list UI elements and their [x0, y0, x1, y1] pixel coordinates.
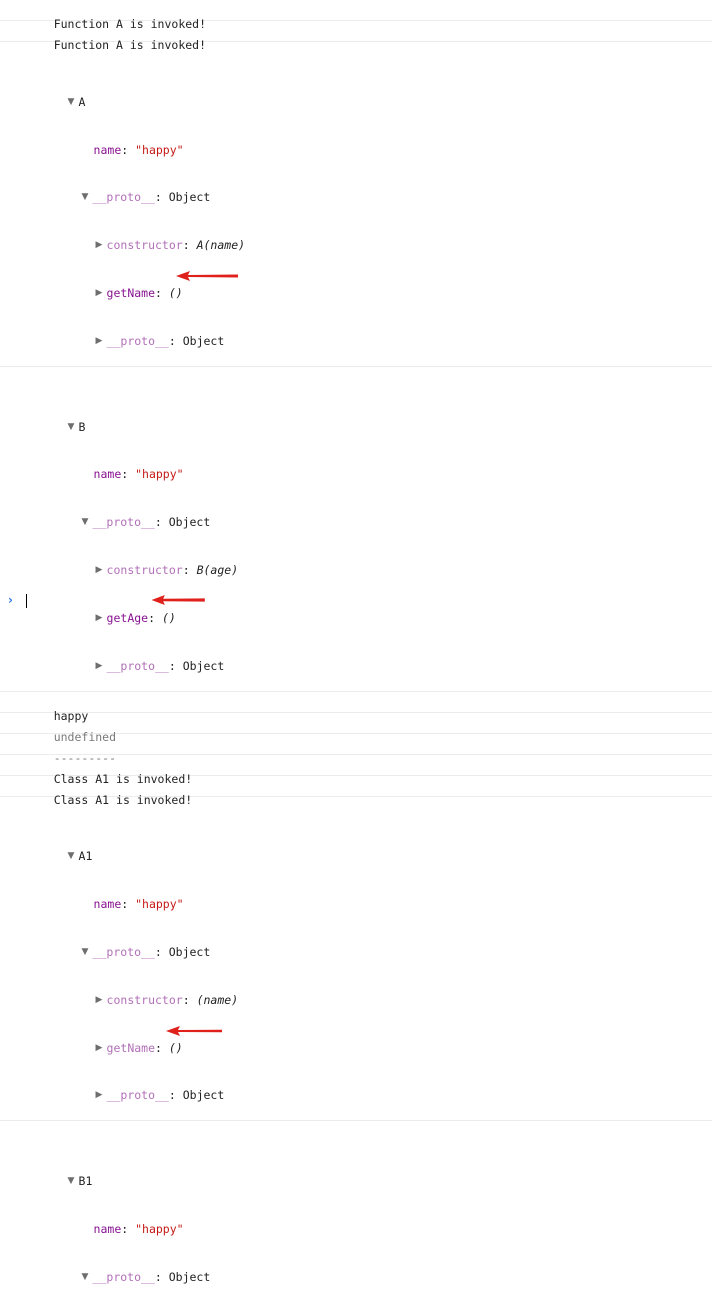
object-label: A [78, 94, 86, 109]
property-inner-proto[interactable]: ▶__proto__: Object [26, 1070, 712, 1102]
expand-triangle-icon[interactable]: ▼ [67, 851, 75, 862]
console-log-message: undefined [0, 713, 712, 744]
expand-triangle-icon[interactable]: ▼ [81, 192, 89, 203]
object-label: B [78, 419, 86, 434]
expand-triangle-icon[interactable]: ▼ [81, 1271, 89, 1282]
console-input-row[interactable]: › [0, 591, 712, 611]
collapse-triangle-icon[interactable]: ▶ [95, 1042, 103, 1053]
collapse-triangle-icon[interactable]: ▶ [95, 564, 103, 575]
property-method[interactable]: ▶getName: () [26, 267, 712, 300]
console-object-A: ▼A name: "happy" ▼__proto__: Object ▶con… [0, 42, 712, 367]
property-proto[interactable]: ▼__proto__: Object [26, 172, 712, 204]
object-header[interactable]: ▼B1 [26, 1155, 712, 1188]
property-proto[interactable]: ▼__proto__: Object [26, 496, 712, 529]
collapse-triangle-icon[interactable]: ▶ [95, 240, 103, 251]
collapse-triangle-icon[interactable]: ▶ [95, 1090, 103, 1101]
object-label: B1 [78, 1174, 93, 1189]
property-constructor[interactable]: ▶constructor: B(age) [26, 544, 712, 577]
expand-triangle-icon[interactable]: ▼ [67, 96, 75, 107]
collapse-triangle-icon[interactable]: ▶ [95, 287, 103, 298]
object-header[interactable]: ▼B [26, 401, 712, 434]
property-constructor[interactable]: ▶constructor: (name) [26, 974, 712, 1007]
red-arrow-annotation-icon [176, 271, 238, 282]
prompt-chevron-icon: › [8, 593, 13, 607]
property-proto[interactable]: ▼__proto__: Object [26, 926, 712, 959]
log-text: Function A is invoked! [53, 17, 207, 31]
property-method[interactable]: ▶getName: () [26, 1022, 712, 1055]
expand-triangle-icon[interactable]: ▼ [81, 517, 89, 528]
console-log-message: Function A is invoked! [0, 0, 712, 31]
console-input-caret[interactable] [26, 594, 27, 608]
console-log-message: happy [0, 692, 712, 723]
log-text: happy [53, 708, 89, 723]
property-name: name: "happy" [93, 897, 184, 912]
log-text: Class A1 is invoked! [53, 792, 193, 807]
log-text: undefined [53, 729, 117, 744]
log-text: Function A is invoked! [53, 38, 207, 52]
property-name: name: "happy" [93, 467, 184, 482]
collapse-triangle-icon[interactable]: ▶ [95, 335, 103, 346]
property-name: name: "happy" [93, 142, 184, 157]
red-arrow-annotation-icon [151, 594, 205, 605]
console-object-A1: ▼A1 name: "happy" ▼__proto__: Object ▶co… [0, 797, 712, 1122]
property-inner-proto[interactable]: ▶__proto__: Object [26, 640, 712, 673]
expand-triangle-icon[interactable]: ▼ [67, 421, 75, 432]
object-header[interactable]: ▼A1 [26, 831, 712, 863]
property-constructor[interactable]: ▶constructor: A(name) [26, 219, 712, 252]
log-text: --------- [53, 750, 117, 765]
console-object-B: ▼B name: "happy" ▼__proto__: Object ▶con… [0, 367, 712, 692]
collapse-triangle-icon[interactable]: ▶ [95, 660, 103, 671]
property-proto[interactable]: ▼__proto__: Object [26, 1251, 712, 1284]
property-name: name: "happy" [93, 1221, 184, 1236]
collapse-triangle-icon[interactable]: ▶ [95, 612, 103, 623]
collapse-triangle-icon[interactable]: ▶ [95, 994, 103, 1005]
property-method[interactable]: ▶getAge: () [26, 592, 712, 625]
object-label: A1 [78, 849, 93, 864]
expand-triangle-icon[interactable]: ▼ [67, 1176, 75, 1187]
expand-triangle-icon[interactable]: ▼ [81, 946, 89, 957]
red-arrow-annotation-icon [166, 1025, 222, 1036]
object-header[interactable]: ▼A [26, 76, 712, 109]
property-inner-proto[interactable]: ▶__proto__: Object [26, 315, 712, 348]
log-text: Class A1 is invoked! [53, 771, 193, 786]
console-object-B1: ▼B1 name: "happy" ▼__proto__: Object ▶co… [0, 1121, 712, 1294]
console-log-message: Function A is invoked! [0, 21, 712, 52]
